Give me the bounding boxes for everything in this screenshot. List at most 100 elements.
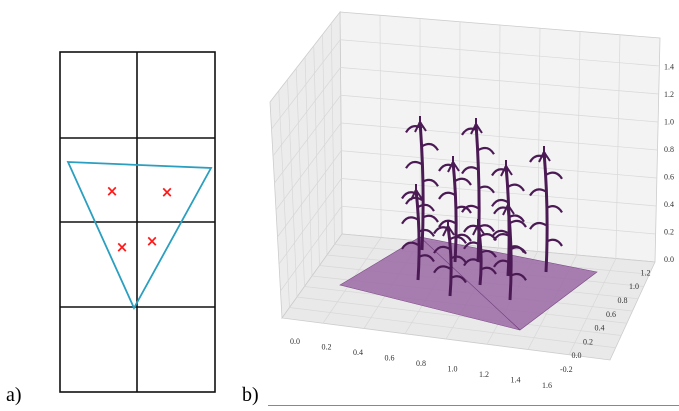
plant-stem bbox=[542, 151, 549, 273]
plant-tassel bbox=[410, 184, 423, 201]
tick-label: 1.4 bbox=[664, 63, 674, 72]
plant-leaf bbox=[545, 171, 563, 180]
tick-label: 0.8 bbox=[416, 359, 426, 368]
gridline bbox=[275, 122, 342, 211]
plant-9 bbox=[463, 219, 497, 286]
plant-leaf bbox=[479, 233, 497, 242]
plant-leaf bbox=[438, 163, 456, 172]
tick-label: 1.2 bbox=[664, 90, 674, 99]
plant-stem bbox=[418, 121, 425, 251]
plant-2 bbox=[438, 156, 472, 263]
plant-stem bbox=[451, 161, 458, 263]
plant-leaf bbox=[401, 216, 419, 225]
plant-leaf bbox=[401, 241, 419, 250]
plant-leaf bbox=[545, 205, 563, 214]
tick-label: 1.0 bbox=[629, 282, 639, 291]
plant-tassel bbox=[500, 160, 513, 177]
plant-leaf bbox=[509, 272, 527, 281]
tick-label: 0.0 bbox=[572, 351, 582, 360]
gridline bbox=[280, 206, 343, 292]
y-axis-tick-labels: -0.20.00.20.40.60.81.01.2 bbox=[560, 268, 651, 374]
plant-stem bbox=[474, 123, 481, 263]
plant-leaf bbox=[479, 266, 497, 275]
plant-leaf bbox=[449, 235, 467, 244]
gridline bbox=[278, 178, 342, 265]
plant-leaf bbox=[545, 238, 563, 247]
gridline bbox=[341, 205, 656, 235]
gridline bbox=[341, 178, 657, 207]
plant-leaf bbox=[401, 191, 419, 200]
mesh-grid bbox=[59, 51, 216, 393]
sample-point-3: × bbox=[146, 232, 159, 250]
plant-leaf bbox=[479, 249, 497, 258]
gridline bbox=[277, 150, 342, 238]
plant-tassel bbox=[442, 220, 455, 237]
tick-label: 1.0 bbox=[664, 118, 674, 127]
plant-leaf bbox=[438, 191, 456, 200]
plant-leaf bbox=[477, 146, 495, 155]
plant-leaf bbox=[491, 198, 509, 207]
tick-label: 0.2 bbox=[322, 343, 332, 352]
tick-label: -0.2 bbox=[560, 365, 573, 374]
plant-leaf bbox=[463, 258, 481, 267]
plant-leaf bbox=[493, 206, 511, 215]
plant-8 bbox=[493, 199, 527, 301]
tick-label: 1.2 bbox=[641, 268, 651, 277]
plant-leaf bbox=[461, 166, 479, 175]
plant-leaf bbox=[493, 259, 511, 268]
plant-tassel bbox=[538, 146, 551, 163]
plant-tassel bbox=[472, 219, 485, 236]
plant-leaf bbox=[463, 241, 481, 250]
tick-label: 0.2 bbox=[583, 337, 593, 346]
plant-7 bbox=[433, 220, 467, 297]
plant-stem bbox=[446, 225, 453, 297]
plant-leaf bbox=[454, 205, 472, 214]
plant-leaf bbox=[421, 214, 439, 223]
plant-leaf bbox=[405, 160, 423, 169]
sample-point-2: × bbox=[161, 183, 174, 201]
plant-1 bbox=[405, 116, 439, 251]
plant-leaf bbox=[417, 203, 435, 212]
gridline bbox=[568, 258, 617, 355]
gridline bbox=[537, 28, 541, 252]
tick-label: 0.6 bbox=[385, 354, 395, 363]
gridline bbox=[287, 79, 298, 298]
plant-tassel bbox=[414, 116, 427, 133]
plant-leaf bbox=[454, 177, 472, 186]
ground-plane bbox=[339, 236, 598, 331]
plant-leaf bbox=[421, 142, 439, 151]
z-axis-tick-labels: 0.00.20.40.60.81.01.21.4 bbox=[664, 63, 674, 265]
plant-leaf bbox=[405, 125, 423, 134]
plant-leaf bbox=[449, 255, 467, 264]
panel-a-label: a) bbox=[6, 384, 22, 406]
plant-leaf bbox=[438, 219, 456, 228]
plant-tassel bbox=[447, 156, 460, 173]
plant-leaf bbox=[529, 188, 547, 197]
gridline bbox=[341, 150, 657, 179]
tick-label: 0.6 bbox=[664, 173, 674, 182]
sample-point-markers: × × × × bbox=[106, 182, 174, 256]
plant-leaf bbox=[421, 178, 439, 187]
gridline bbox=[576, 31, 581, 256]
tick-label: 0.2 bbox=[664, 228, 674, 237]
tick-label: 0.8 bbox=[664, 145, 674, 154]
x-axis-tick-labels: 0.00.20.40.60.81.01.21.41.6 bbox=[290, 337, 552, 390]
plant-leaf bbox=[417, 254, 435, 263]
plant-leaf bbox=[477, 185, 495, 194]
plant-leaf bbox=[529, 154, 547, 163]
triangle-element bbox=[66, 161, 213, 311]
gridline bbox=[615, 34, 621, 259]
plant-leaf bbox=[433, 226, 451, 235]
plant-leaf bbox=[433, 245, 451, 254]
plant-leaf bbox=[417, 228, 435, 237]
plant-leaf bbox=[449, 275, 467, 284]
tick-label: 0.8 bbox=[618, 296, 628, 305]
gridline bbox=[340, 122, 658, 151]
panel-b-label: b) bbox=[242, 384, 259, 406]
tick-label: 0.4 bbox=[595, 324, 605, 333]
tick-label: 1.4 bbox=[511, 376, 521, 385]
plant-models bbox=[401, 116, 563, 301]
plant-leaf bbox=[461, 127, 479, 136]
plant-leaf bbox=[461, 204, 479, 213]
